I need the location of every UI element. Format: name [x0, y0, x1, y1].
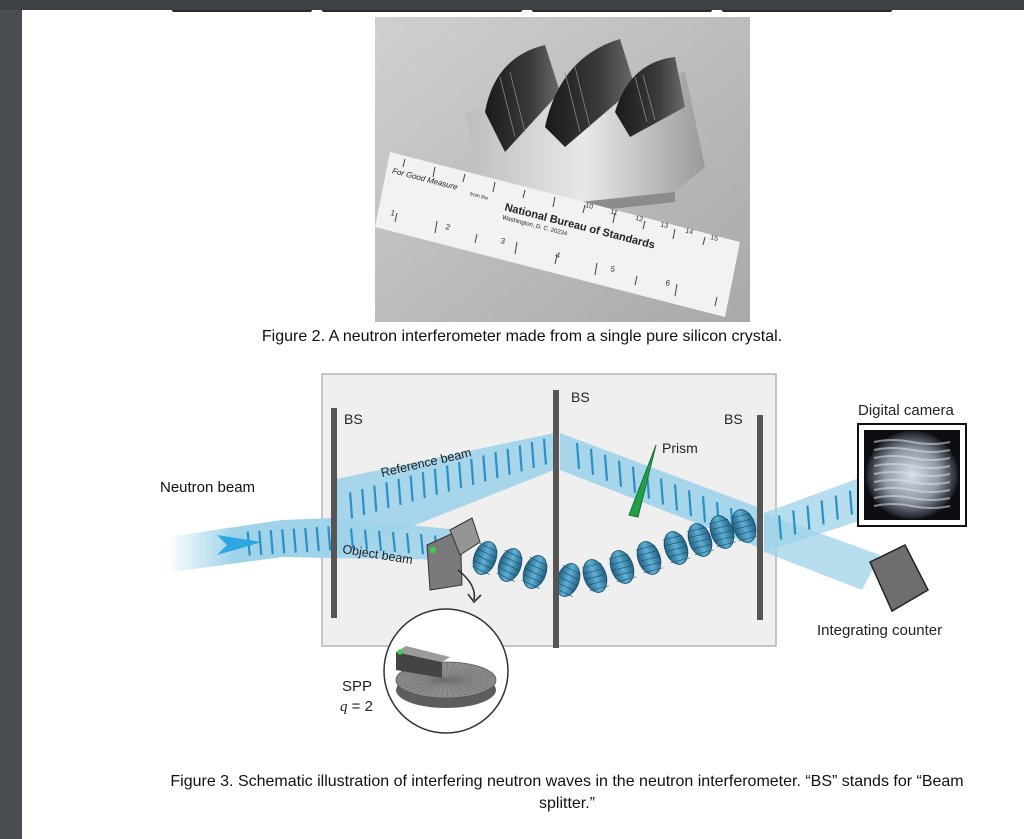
wave-front-mark [518, 445, 523, 472]
wave-front-mark [834, 495, 839, 520]
integrating-counter-box [869, 544, 929, 613]
wave-front-mark [419, 534, 425, 555]
wave-front-mark [363, 529, 369, 550]
beam-splitter-right [757, 415, 763, 620]
cut-off-text-line [172, 10, 892, 14]
wave-front-mark [542, 438, 548, 465]
viewer-top-bar [0, 0, 1024, 10]
wave-front-mark [258, 530, 263, 555]
wave-front-mark [589, 448, 595, 475]
wave-front-mark [409, 475, 414, 502]
ruler-cm-number: 13 [660, 221, 669, 230]
ruler-cm-number: 10 [585, 202, 594, 211]
wave-front-mark [445, 465, 451, 492]
wave-front-mark [530, 441, 535, 469]
interferometer-photo: For Good Measure from the National Burea… [375, 17, 750, 322]
wave-front-mark [373, 485, 378, 512]
prism-label: Prism [662, 440, 698, 456]
wave-front-mark [292, 528, 297, 553]
wave-front-mark [391, 531, 397, 553]
wave-front-mark [470, 458, 475, 485]
wave-front-mark [377, 530, 383, 551]
helical-wave-lobe [635, 541, 664, 575]
wave-front-mark [349, 528, 355, 549]
ruler-cm-number: 15 [710, 234, 719, 243]
wave-front-mark [482, 455, 487, 482]
wave-front-mark [361, 488, 366, 516]
wave-front-mark [315, 527, 320, 552]
curved-arrow-icon [457, 569, 476, 601]
helical-wave-lobe [730, 509, 759, 543]
ruler-inch-number: 5 [610, 264, 617, 274]
ruler-inch-number: 3 [500, 236, 507, 246]
bs-left-label: BS [344, 411, 363, 427]
wave-front-mark [792, 510, 797, 535]
spp-label: SPP [342, 678, 372, 695]
beam-splitter-middle [553, 390, 559, 648]
spp-block [426, 529, 463, 591]
wave-front-mark [603, 454, 609, 481]
bs-middle-label: BS [571, 389, 590, 405]
wave-front-mark [458, 462, 463, 489]
spp-q-label: q = 2 [340, 698, 373, 715]
figure-3-diagram: Neutron beam Reference beam Object beam … [160, 373, 967, 734]
ruler-cm-number: 14 [685, 228, 694, 237]
wave-front-mark [397, 478, 402, 505]
wave-front-mark [617, 460, 623, 487]
helical-wave-lobe [521, 555, 548, 589]
wave-front-mark [820, 500, 825, 525]
helical-wave-lobe [708, 515, 737, 549]
wave-front-mark [701, 496, 707, 523]
wave-front-mark [575, 442, 581, 470]
wave-front-mark [433, 468, 438, 495]
helical-wave-lobe [471, 541, 498, 575]
ruler-inch-number: 4 [555, 250, 562, 260]
helical-wave-lobe [554, 563, 581, 597]
ruler-cm-number: 11 [610, 209, 619, 218]
helical-wave-lobe [581, 559, 610, 593]
figure-3-caption: Figure 3. Schematic illustration of inte… [170, 773, 964, 812]
ruler-inch-number: 2 [445, 222, 452, 232]
document-page: For Good Measure from the National Burea… [22, 10, 1024, 839]
wave-front-mark [405, 533, 411, 554]
beam-splitter-left [331, 408, 337, 618]
ruler-inch-number: 1 [390, 208, 397, 218]
helical-wave-lobe [662, 531, 691, 565]
wave-front-mark [673, 484, 679, 511]
helical-wave-lobe [686, 523, 715, 557]
figure-2-caption: Figure 2. A neutron interferometer made … [261, 328, 783, 345]
neutron-beam-label: Neutron beam [160, 479, 255, 496]
wave-front-mark [327, 526, 332, 551]
recombined-beam-band [560, 433, 760, 548]
helical-wave-lobe [608, 550, 637, 584]
wave-front-mark [506, 448, 511, 475]
beam-arrow-icon [217, 535, 262, 555]
ruler-from-label: from the [469, 191, 488, 201]
prism-shape [628, 444, 657, 518]
wave-front-mark [304, 527, 309, 552]
ruler-inch-number: 6 [665, 278, 672, 288]
wave-front-mark [631, 466, 637, 493]
integrating-counter-label: Integrating counter [817, 622, 942, 639]
wave-front-mark [269, 530, 274, 555]
digital-camera-label: Digital camera [858, 402, 955, 419]
counter-beam [764, 513, 880, 590]
wave-front-mark [659, 478, 665, 505]
helical-wave-lobe [496, 548, 523, 582]
wave-front-mark [281, 529, 286, 554]
ruler-cm-number: 12 [635, 215, 644, 224]
wave-front-mark [777, 515, 783, 540]
bs-right-label: BS [724, 411, 743, 427]
wave-front-mark [494, 452, 499, 479]
wave-front-mark [421, 472, 426, 499]
wave-front-mark [348, 492, 354, 519]
wave-front-mark [806, 505, 811, 530]
wave-front-mark [385, 482, 390, 509]
wave-front-mark [687, 490, 693, 517]
wave-front-mark [848, 490, 854, 515]
